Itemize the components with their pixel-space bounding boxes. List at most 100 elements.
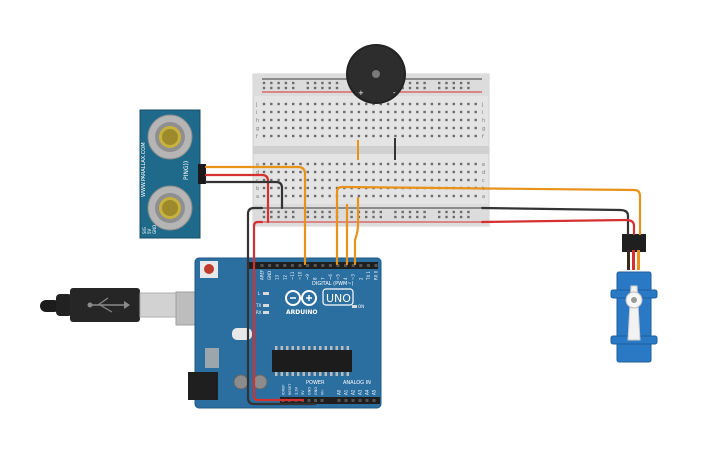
breadboard-hole[interactable] [459, 110, 463, 114]
breadboard-hole[interactable] [262, 170, 266, 174]
breadboard-hole[interactable] [386, 162, 390, 166]
breadboard-hole[interactable] [430, 110, 434, 114]
header-pin[interactable] [307, 399, 311, 402]
breadboard-hole[interactable] [313, 102, 317, 106]
breadboard-hole[interactable] [401, 126, 404, 130]
rail-hole[interactable] [365, 215, 368, 219]
breadboard-hole[interactable] [299, 186, 302, 190]
rail-hole[interactable] [284, 210, 288, 214]
breadboard-hole[interactable] [277, 186, 280, 190]
breadboard-hole[interactable] [430, 194, 434, 198]
breadboard-hole[interactable] [357, 194, 361, 198]
breadboard-hole[interactable] [408, 194, 412, 198]
breadboard-hole[interactable] [306, 194, 309, 198]
breadboard-hole[interactable] [438, 162, 441, 166]
rail-hole[interactable] [328, 86, 331, 90]
breadboard-hole[interactable] [423, 102, 426, 106]
rail-hole[interactable] [306, 210, 309, 214]
rail-hole[interactable] [416, 210, 419, 214]
breadboard-hole[interactable] [401, 134, 404, 138]
rail-hole[interactable] [452, 210, 455, 214]
breadboard-hole[interactable] [277, 170, 280, 174]
breadboard-hole[interactable] [313, 110, 317, 114]
breadboard-hole[interactable] [430, 178, 434, 182]
breadboard-hole[interactable] [459, 194, 463, 198]
breadboard-hole[interactable] [313, 186, 317, 190]
breadboard-hole[interactable] [277, 118, 280, 122]
breadboard-hole[interactable] [335, 126, 339, 130]
rail-hole[interactable] [408, 86, 412, 90]
breadboard-hole[interactable] [474, 110, 477, 114]
breadboard-hole[interactable] [306, 126, 309, 130]
breadboard-hole[interactable] [357, 118, 361, 122]
header-pin[interactable] [351, 264, 355, 267]
breadboard-hole[interactable] [328, 178, 331, 182]
breadboard-hole[interactable] [372, 110, 375, 114]
breadboard-hole[interactable] [343, 194, 346, 198]
breadboard-hole[interactable] [430, 134, 434, 138]
breadboard-hole[interactable] [306, 170, 309, 174]
breadboard-hole[interactable] [343, 126, 346, 130]
header-pin[interactable] [366, 264, 370, 267]
breadboard-hole[interactable] [401, 118, 404, 122]
breadboard-hole[interactable] [423, 110, 426, 114]
breadboard-hole[interactable] [270, 118, 273, 122]
breadboard-hole[interactable] [313, 178, 317, 182]
breadboard-hole[interactable] [284, 126, 288, 130]
breadboard-hole[interactable] [284, 118, 288, 122]
header-pin[interactable] [351, 399, 355, 402]
breadboard-hole[interactable] [299, 110, 302, 114]
rail-hole[interactable] [408, 210, 412, 214]
rail-hole[interactable] [284, 215, 288, 219]
breadboard-hole[interactable] [292, 126, 295, 130]
breadboard-hole[interactable] [262, 118, 266, 122]
breadboard-hole[interactable] [292, 134, 295, 138]
breadboard-hole[interactable] [452, 102, 455, 106]
breadboard-hole[interactable] [401, 102, 404, 106]
breadboard-hole[interactable] [430, 162, 434, 166]
breadboard-hole[interactable] [299, 102, 302, 106]
breadboard-hole[interactable] [394, 170, 397, 174]
breadboard-hole[interactable] [292, 170, 295, 174]
rail-hole[interactable] [292, 210, 295, 214]
breadboard-hole[interactable] [401, 162, 404, 166]
breadboard-hole[interactable] [386, 110, 390, 114]
breadboard-hole[interactable] [277, 134, 280, 138]
breadboard-hole[interactable] [430, 102, 434, 106]
rail-hole[interactable] [262, 86, 266, 90]
breadboard-hole[interactable] [459, 118, 463, 122]
rail-hole[interactable] [394, 215, 397, 219]
rail-hole[interactable] [270, 81, 273, 85]
rail-hole[interactable] [350, 215, 353, 219]
breadboard-hole[interactable] [284, 102, 288, 106]
breadboard-hole[interactable] [321, 102, 324, 106]
breadboard-hole[interactable] [357, 162, 361, 166]
breadboard-hole[interactable] [343, 102, 346, 106]
breadboard-hole[interactable] [292, 162, 295, 166]
breadboard-hole[interactable] [372, 118, 375, 122]
breadboard-hole[interactable] [350, 102, 353, 106]
rail-hole[interactable] [408, 81, 412, 85]
rail-hole[interactable] [292, 215, 295, 219]
rail-hole[interactable] [459, 210, 463, 214]
breadboard-hole[interactable] [372, 134, 375, 138]
rail-hole[interactable] [277, 210, 280, 214]
breadboard-hole[interactable] [452, 110, 455, 114]
breadboard-hole[interactable] [416, 118, 419, 122]
breadboard-hole[interactable] [357, 170, 361, 174]
breadboard-hole[interactable] [423, 194, 426, 198]
rail-hole[interactable] [335, 86, 339, 90]
breadboard-hole[interactable] [270, 162, 273, 166]
rail-hole[interactable] [445, 81, 448, 85]
breadboard-hole[interactable] [321, 170, 324, 174]
rail-hole[interactable] [467, 86, 470, 90]
breadboard-hole[interactable] [350, 170, 353, 174]
breadboard-hole[interactable] [379, 178, 382, 182]
header-pin[interactable] [328, 264, 332, 267]
rail-hole[interactable] [379, 210, 382, 214]
rail-hole[interactable] [452, 215, 455, 219]
rail-hole[interactable] [467, 215, 470, 219]
rail-hole[interactable] [372, 215, 375, 219]
breadboard-hole[interactable] [313, 194, 317, 198]
breadboard-hole[interactable] [386, 126, 390, 130]
